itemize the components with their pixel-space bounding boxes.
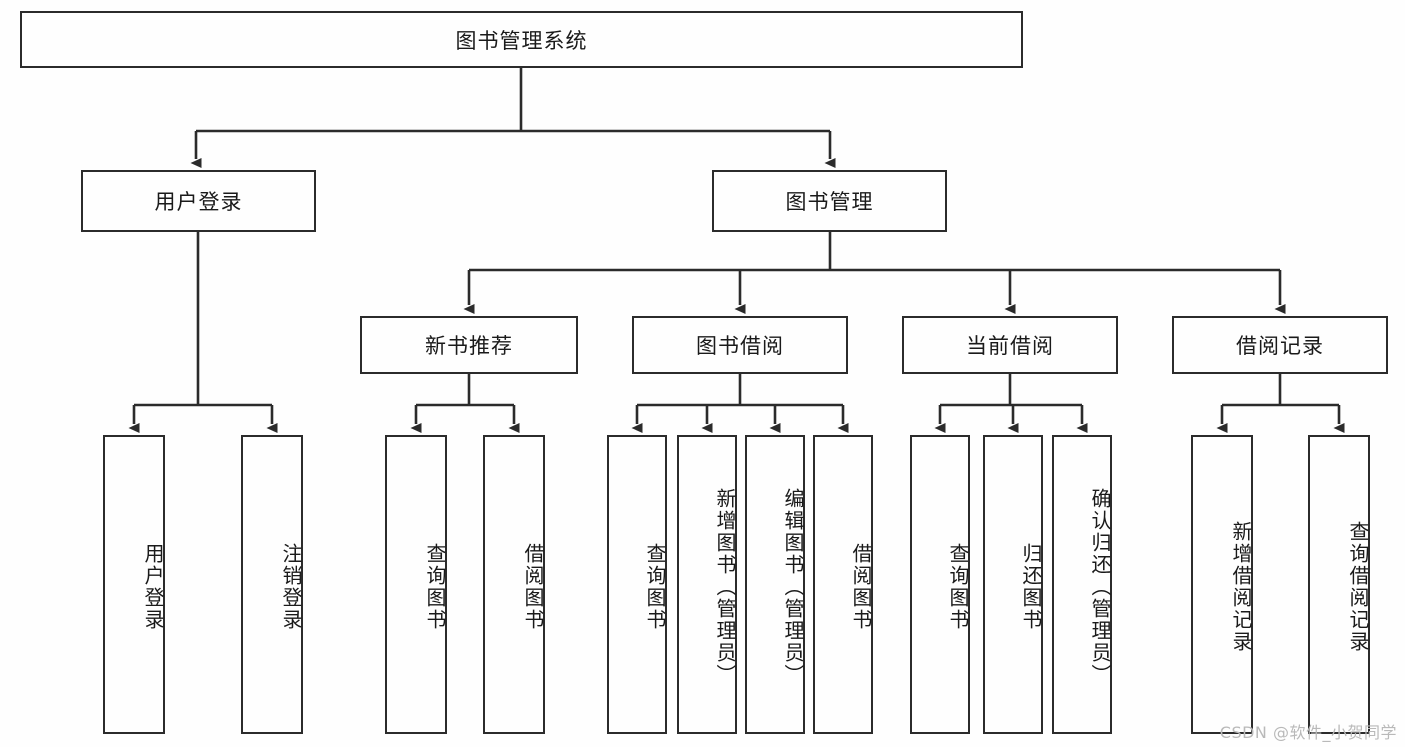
- node-book-borrow-label: 图书借阅: [696, 334, 784, 358]
- node-leaf-query-book-1[interactable]: 查询图书: [385, 435, 447, 734]
- node-current-borrow[interactable]: 当前借阅: [902, 316, 1118, 374]
- node-leaf-query-book-2-label: 查询图书: [643, 542, 667, 631]
- node-user-login[interactable]: 用户登录: [81, 170, 316, 232]
- node-borrow-record-label: 借阅记录: [1236, 334, 1324, 358]
- node-leaf-confirm-return-admin[interactable]: 确认归还（管理员）: [1052, 435, 1112, 734]
- node-leaf-user-login-label: 用户登录: [141, 542, 165, 631]
- node-leaf-logout-label: 注销登录: [279, 542, 303, 631]
- node-leaf-query-book-3-label: 查询图书: [946, 542, 970, 631]
- node-new-book-recommend-label: 新书推荐: [425, 334, 513, 358]
- node-leaf-add-borrow-record[interactable]: 新增借阅记录: [1191, 435, 1253, 734]
- node-user-login-label: 用户登录: [154, 190, 243, 214]
- node-leaf-query-book-1-label: 查询图书: [423, 542, 447, 631]
- node-leaf-borrow-book-2[interactable]: 借阅图书: [813, 435, 873, 734]
- node-leaf-return-book[interactable]: 归还图书: [983, 435, 1043, 734]
- node-leaf-query-borrow-record-label: 查询借阅记录: [1346, 520, 1370, 653]
- node-leaf-edit-book-admin[interactable]: 编辑图书（管理员）: [745, 435, 805, 734]
- node-root[interactable]: 图书管理系统: [20, 11, 1023, 68]
- node-leaf-add-book-admin[interactable]: 新增图书（管理员）: [677, 435, 737, 734]
- node-book-management-label: 图书管理: [785, 190, 874, 214]
- csdn-watermark: CSDN @软件_小贺同学: [1219, 723, 1397, 742]
- node-current-borrow-label: 当前借阅: [966, 334, 1054, 358]
- node-leaf-add-borrow-record-label: 新增借阅记录: [1229, 520, 1253, 653]
- node-root-label: 图书管理系统: [455, 28, 588, 53]
- node-leaf-query-borrow-record[interactable]: 查询借阅记录: [1308, 435, 1370, 734]
- node-leaf-user-login[interactable]: 用户登录: [103, 435, 165, 734]
- node-book-management[interactable]: 图书管理: [712, 170, 947, 232]
- node-leaf-borrow-book-2-label: 借阅图书: [849, 542, 873, 631]
- node-leaf-confirm-return-admin-label: 确认归还（管理员）: [1088, 487, 1112, 686]
- node-leaf-borrow-book-1[interactable]: 借阅图书: [483, 435, 545, 734]
- node-leaf-query-book-2[interactable]: 查询图书: [607, 435, 667, 734]
- node-leaf-query-book-3[interactable]: 查询图书: [910, 435, 970, 734]
- node-leaf-edit-book-admin-label: 编辑图书（管理员）: [781, 487, 805, 686]
- node-book-borrow[interactable]: 图书借阅: [632, 316, 848, 374]
- node-leaf-logout[interactable]: 注销登录: [241, 435, 303, 734]
- node-new-book-recommend[interactable]: 新书推荐: [360, 316, 578, 374]
- node-borrow-record[interactable]: 借阅记录: [1172, 316, 1388, 374]
- node-leaf-borrow-book-1-label: 借阅图书: [521, 542, 545, 631]
- node-leaf-return-book-label: 归还图书: [1019, 542, 1043, 631]
- node-leaf-add-book-admin-label: 新增图书（管理员）: [713, 487, 737, 686]
